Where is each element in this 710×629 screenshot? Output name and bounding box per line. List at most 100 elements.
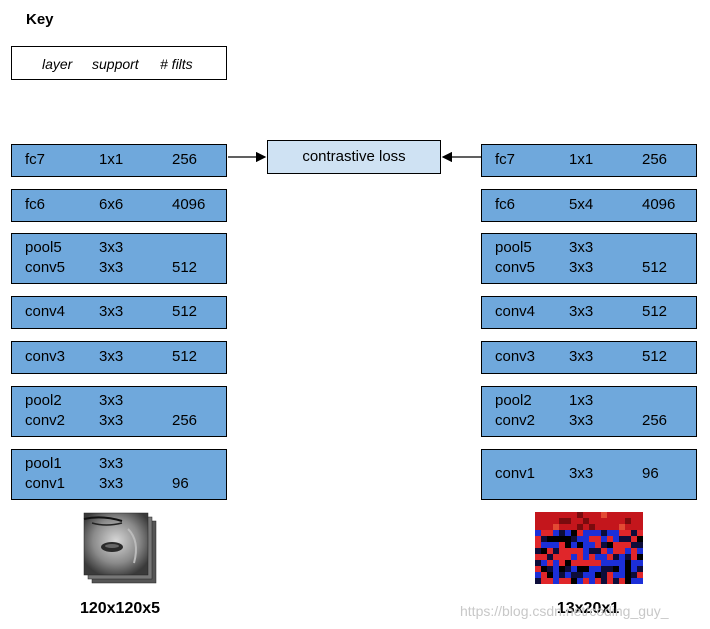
heatmap-cell xyxy=(613,548,619,554)
heatmap-cell xyxy=(583,518,589,524)
heatmap-cell xyxy=(535,560,541,566)
heatmap-cell xyxy=(553,512,559,518)
heatmap-cell xyxy=(571,530,577,536)
heatmap-cell xyxy=(619,572,625,578)
heatmap-cell xyxy=(559,578,565,584)
heatmap-cell xyxy=(619,548,625,554)
heatmap-cell xyxy=(547,566,553,572)
right-input-size-label: 13x20x1 xyxy=(556,600,620,617)
heatmap-cell xyxy=(553,548,559,554)
heatmap-cell xyxy=(565,542,571,548)
heatmap-cell xyxy=(625,518,631,524)
heatmap-cell xyxy=(625,536,631,542)
heatmap-cell xyxy=(595,542,601,548)
heatmap-cell xyxy=(601,512,607,518)
left-layer-support: 3x3 xyxy=(99,239,124,256)
heatmap-cell xyxy=(607,530,613,536)
heatmap-cell xyxy=(631,530,637,536)
left-input-size-label: 120x120x5 xyxy=(79,600,161,617)
heatmap-cell xyxy=(535,524,541,530)
heatmap-cell xyxy=(535,566,541,572)
heatmap-cell xyxy=(565,554,571,560)
heatmap-cell xyxy=(535,578,541,584)
heatmap-cell xyxy=(553,542,559,548)
heatmap-cell xyxy=(535,530,541,536)
heatmap-cell xyxy=(559,536,565,542)
heatmap-cell xyxy=(577,578,583,584)
key-title: Key xyxy=(26,11,54,28)
heatmap-cell xyxy=(637,536,643,542)
heatmap-cell xyxy=(577,512,583,518)
heatmap-cell xyxy=(625,548,631,554)
heatmap-cell xyxy=(553,560,559,566)
right-layer-filts: 512 xyxy=(642,303,668,320)
heatmap-cell xyxy=(637,524,643,530)
heatmap-cell xyxy=(583,530,589,536)
heatmap-cell xyxy=(559,560,565,566)
heatmap-cell xyxy=(607,572,613,578)
key-filts-label: # filts xyxy=(160,56,193,72)
heatmap-cell xyxy=(541,578,547,584)
heatmap-cell xyxy=(601,536,607,542)
heatmap-cell xyxy=(607,554,613,560)
heatmap-cell xyxy=(559,530,565,536)
heatmap-cell xyxy=(559,512,565,518)
heatmap-cell xyxy=(613,554,619,560)
right-layer-filts: 96 xyxy=(642,465,659,482)
right-layer-name: pool2 xyxy=(495,392,532,409)
heatmap-cell xyxy=(565,524,571,530)
heatmap-cell xyxy=(637,542,643,548)
left-layer-support: 1x1 xyxy=(99,151,124,168)
heatmap-cell xyxy=(553,530,559,536)
heatmap-cell xyxy=(547,542,553,548)
heatmap-cell xyxy=(625,542,631,548)
heatmap-cell xyxy=(571,536,577,542)
heatmap-cell xyxy=(535,518,541,524)
heatmap-cell xyxy=(631,578,637,584)
heatmap-cell xyxy=(589,518,595,524)
heatmap-cell xyxy=(547,560,553,566)
heatmap-cell xyxy=(583,548,589,554)
heatmap-cell xyxy=(589,530,595,536)
right-layer-filts: 256 xyxy=(642,412,668,429)
heatmap-cell xyxy=(595,572,601,578)
heatmap-cell xyxy=(577,536,583,542)
heatmap-cell xyxy=(595,518,601,524)
heatmap-cell xyxy=(553,518,559,524)
heatmap-cell xyxy=(535,542,541,548)
heatmap-cell xyxy=(589,542,595,548)
heatmap-cell xyxy=(619,554,625,560)
heatmap-cell xyxy=(583,554,589,560)
heatmap-cell xyxy=(583,524,589,530)
heatmap-cell xyxy=(637,530,643,536)
heatmap-cell xyxy=(571,548,577,554)
left-layer-filts: 96 xyxy=(172,475,189,492)
heatmap-cell xyxy=(589,536,595,542)
heatmap-cell xyxy=(625,524,631,530)
heatmap-cell xyxy=(577,524,583,530)
heatmap-cell xyxy=(565,536,571,542)
heatmap-cell xyxy=(577,566,583,572)
heatmap-cell xyxy=(571,512,577,518)
left-layer-name: pool1 xyxy=(25,455,62,472)
heatmap-cell xyxy=(559,524,565,530)
right-layer-name: conv1 xyxy=(495,465,536,482)
heatmap-cell xyxy=(589,560,595,566)
right-layer-name: conv4 xyxy=(495,303,536,320)
heatmap-cell xyxy=(625,554,631,560)
left-layer-filts: 512 xyxy=(172,348,198,365)
contrastive-loss-box: contrastive loss xyxy=(267,140,441,174)
heatmap-cell xyxy=(553,572,559,578)
heatmap-cell xyxy=(631,512,637,518)
heatmap-cell xyxy=(613,536,619,542)
right-layer-support: 1x3 xyxy=(569,392,594,409)
heatmap-cell xyxy=(589,524,595,530)
